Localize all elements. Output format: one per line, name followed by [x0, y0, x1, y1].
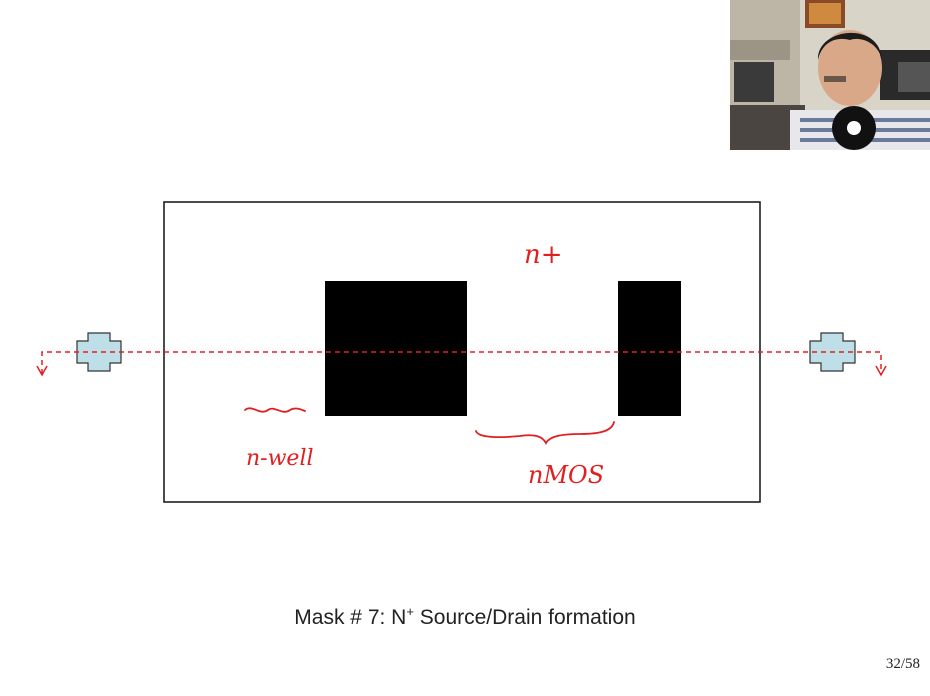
label-nmos: nMOS	[528, 461, 604, 489]
ink-squiggle	[244, 407, 306, 413]
caption-suffix: Source/Drain formation	[413, 606, 636, 629]
label-n-well: n-well	[246, 446, 314, 471]
cross-section-line	[36, 351, 887, 377]
page-number: 32/58	[885, 656, 920, 672]
mask-region-right	[618, 281, 681, 416]
caption-prefix: Mask # 7: N	[294, 606, 407, 629]
presenter-video	[730, 0, 930, 150]
mask-region-left	[325, 281, 467, 416]
alignment-mark-left	[76, 332, 122, 372]
webcam-overlay	[730, 0, 930, 150]
ink-brace	[475, 421, 615, 445]
slide-caption: Mask # 7: N+ Source/Drain formation	[0, 604, 930, 630]
label-n-plus: n+	[524, 240, 563, 270]
caption-superscript: +	[406, 604, 414, 619]
